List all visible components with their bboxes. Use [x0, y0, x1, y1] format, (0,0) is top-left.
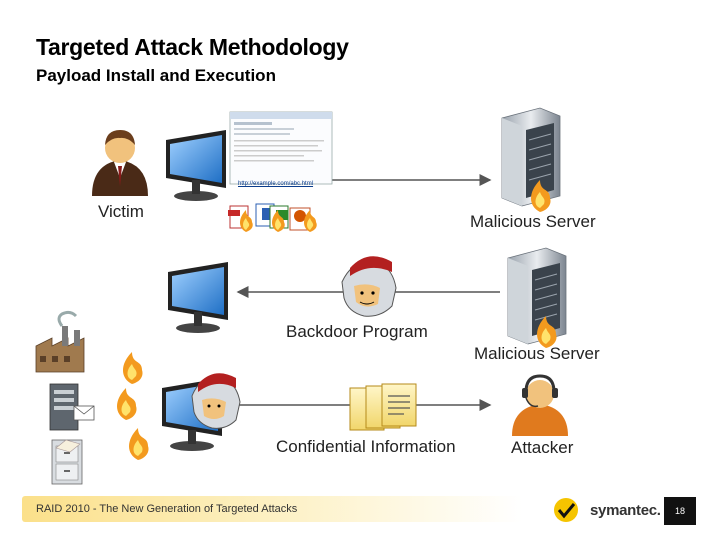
- flame-icon: [304, 210, 317, 232]
- flame-icon: [531, 180, 551, 212]
- mail-server-icon: [49, 383, 95, 431]
- flame-icon: [123, 352, 143, 384]
- flame-icon: [117, 388, 137, 420]
- email-link[interactable]: http://example.com/abc.html: [238, 181, 314, 187]
- malicious-server-1-icon: [501, 107, 561, 207]
- factory-icon: [35, 310, 85, 373]
- email-screenshot: [229, 111, 333, 185]
- victim-monitor-icon: [168, 262, 228, 333]
- confidential-documents-icon: [349, 383, 417, 431]
- attacker-label: Attacker: [511, 438, 574, 457]
- page-number: 18: [664, 497, 696, 525]
- flame-icon: [240, 210, 253, 232]
- trojan-helmet-icon: [341, 256, 397, 317]
- flame-icon: [129, 428, 149, 460]
- malicious-server-2-icon: [507, 247, 567, 345]
- victim-label: Victim: [98, 202, 144, 221]
- confidential-information-label: Confidential Information: [276, 437, 456, 456]
- malicious-server-2-label: Malicious Server: [474, 344, 600, 363]
- attacker-person-icon: [512, 374, 568, 436]
- office-documents-icon: [228, 203, 311, 231]
- slide-subtitle: Payload Install and Execution: [36, 66, 276, 85]
- footer-text: RAID 2010 - The New Generation of Target…: [36, 503, 298, 515]
- malicious-server-1-label: Malicious Server: [470, 212, 596, 231]
- file-cabinet-icon: [51, 439, 83, 485]
- footer-bar: [22, 496, 522, 522]
- trojan-helmet-icon: [191, 373, 241, 429]
- victim-monitor-icon: [166, 130, 226, 201]
- victim-person-icon: [92, 130, 148, 196]
- flame-icon: [537, 316, 557, 348]
- symantec-logo-icon: [554, 498, 578, 522]
- backdoor-program-label: Backdoor Program: [286, 322, 428, 341]
- slide-title: Targeted Attack Methodology: [36, 34, 349, 60]
- flame-icon: [272, 210, 285, 232]
- brand-name: symantec.: [590, 502, 661, 519]
